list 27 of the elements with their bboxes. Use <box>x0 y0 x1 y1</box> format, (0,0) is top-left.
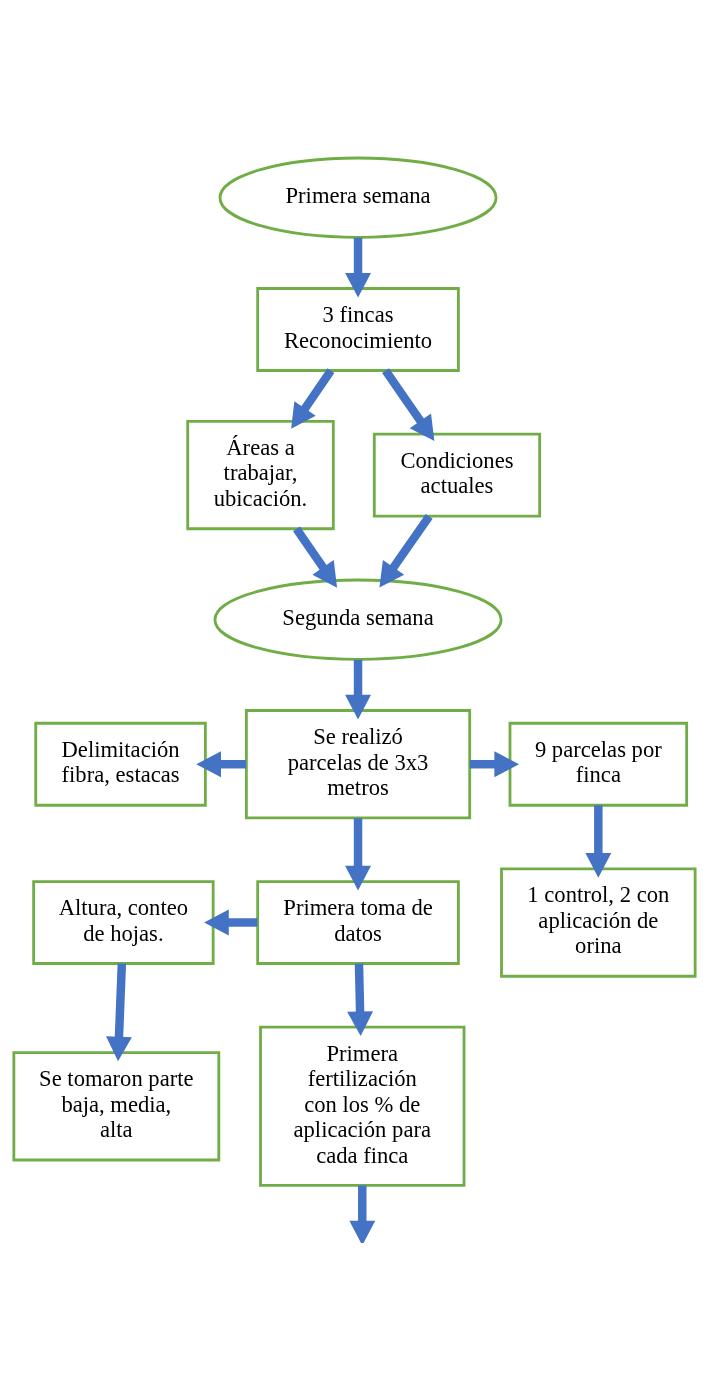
arrow <box>345 237 371 298</box>
node-box: Altura, conteo de hojas. <box>32 880 215 965</box>
node-box: 9 parcelas por finca <box>508 721 689 807</box>
node-box: 3 fincas Reconocimiento <box>256 287 460 372</box>
arrow <box>585 805 612 878</box>
arrow <box>204 909 258 936</box>
node-box: 1 control, 2 con aplicación de orina <box>500 867 697 978</box>
node-box: Delimitación fibra, estacas <box>34 721 207 807</box>
node-ellipse: Primera semana <box>218 156 498 239</box>
arrow <box>345 659 371 720</box>
arrow <box>379 513 433 588</box>
arrow <box>106 963 132 1062</box>
arrow <box>345 818 371 891</box>
arrow <box>196 751 246 778</box>
node-box: Se realizó parcelas de 3x3 metros <box>244 709 472 820</box>
node-box: Primera fertilización con los % de aplicación para cada finca <box>259 1025 466 1187</box>
node-box: Se tomaron parte baja, media, alta <box>12 1051 221 1162</box>
node-ellipse: Segunda semana <box>213 578 503 661</box>
arrow <box>347 963 374 1037</box>
arrow <box>291 368 335 429</box>
arrow <box>293 526 338 588</box>
arrow <box>382 368 435 442</box>
arrow <box>469 751 520 778</box>
arrow <box>349 1185 376 1243</box>
node-box: Áreas a trabajar, ubicación. <box>186 419 335 531</box>
node-box: Primera toma de datos <box>256 880 460 965</box>
node-box: Condiciones actuales <box>372 432 542 518</box>
